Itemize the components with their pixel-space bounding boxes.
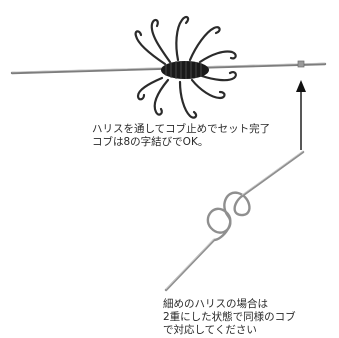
figure-eight-knot-highlight [165, 150, 304, 290]
thread-wrap [161, 61, 209, 79]
caption-thin-line3: で対応してください [163, 324, 257, 336]
stopper-knot [297, 60, 305, 68]
hook-prong [150, 18, 172, 64]
caption-setup-line2: コブは8の字結びでOK。 [92, 136, 209, 148]
figure-eight-knot [164, 150, 305, 292]
caption-setup: ハリスを通してコブ止めでセット完了 コブは8の字結びでOK。 [92, 123, 270, 149]
hook-prong [136, 76, 164, 101]
hook-prong [178, 80, 198, 119]
hook-prong [198, 50, 237, 64]
hook-prong [188, 26, 221, 62]
hook-prong [153, 78, 170, 116]
hook-cluster [134, 15, 237, 119]
caption-thin-line2: 2重にした状態で同様のコブ [163, 311, 296, 323]
caption-setup-line1: ハリスを通してコブ止めでセット完了 [92, 123, 271, 135]
hook-prong [175, 15, 190, 62]
caption-thin-line: 細めのハリスの場合は 2重にした状態で同様のコブ で対応してください [163, 298, 296, 338]
caption-thin-line1: 細めのハリスの場合は [163, 298, 268, 310]
hook-prong [190, 78, 226, 100]
hook-prong [200, 70, 237, 82]
hook-prong [134, 30, 167, 66]
pointer-arrow [296, 80, 306, 150]
